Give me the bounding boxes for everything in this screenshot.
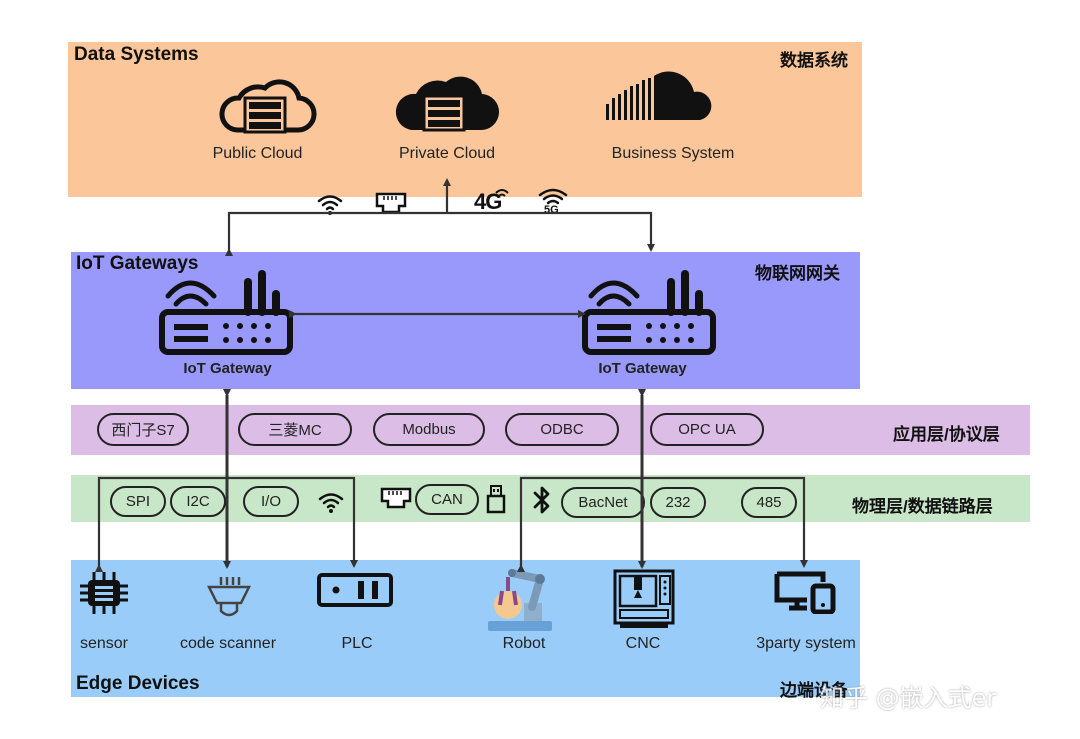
ethernet-icon bbox=[380, 487, 412, 509]
edge-device-label: Robot bbox=[502, 635, 546, 652]
watermark: 知乎 @嵌入式er bbox=[820, 684, 997, 712]
plc-icon bbox=[317, 573, 393, 607]
chip-icon bbox=[80, 572, 128, 614]
bluetooth-icon bbox=[533, 486, 550, 514]
data-systems-title-cn: 数据系统 bbox=[780, 51, 848, 70]
edge-devices-title: Edge Devices bbox=[76, 673, 200, 694]
protocol-pill: OPC UA bbox=[650, 413, 764, 446]
application-layer-title: 应用层/协议层 bbox=[893, 425, 1000, 444]
iot-gateways-title: IoT Gateways bbox=[76, 253, 199, 274]
scanner-icon bbox=[206, 577, 252, 617]
edge-device-label: sensor bbox=[79, 635, 129, 652]
cnc-machine-icon bbox=[613, 569, 675, 628]
physical-pill: SPI bbox=[110, 486, 166, 517]
gateway-label: IoT Gateway bbox=[598, 360, 687, 377]
edge-device-label: 3party system bbox=[756, 635, 856, 652]
physical-pill: 485 bbox=[741, 487, 797, 518]
physical-pill: 232 bbox=[650, 487, 706, 518]
edge-devices-layer bbox=[71, 560, 860, 697]
physical-pill: I/O bbox=[243, 486, 299, 517]
data-systems-title: Data Systems bbox=[74, 44, 199, 65]
edge-devices-title-cn: 边端设备 bbox=[780, 681, 848, 700]
cloud-outline-server-icon bbox=[219, 79, 317, 134]
protocol-pill: 三菱MC bbox=[238, 413, 352, 446]
edge-device-label: code scanner bbox=[179, 635, 277, 652]
router-icon bbox=[582, 270, 716, 355]
soundcloud-icon bbox=[606, 71, 712, 120]
edge-device-label: PLC bbox=[341, 635, 373, 652]
monitor-device-icon bbox=[774, 571, 836, 614]
gateway-label: IoT Gateway bbox=[183, 360, 272, 377]
usb-icon bbox=[486, 485, 506, 514]
router-icon bbox=[159, 270, 293, 355]
robot-arm-icon bbox=[488, 569, 552, 631]
physical-pill: CAN bbox=[415, 484, 479, 515]
protocol-pill: ODBC bbox=[505, 413, 619, 446]
public-cloud-label: Public Cloud bbox=[212, 145, 303, 162]
cloud-filled-server-icon bbox=[395, 76, 500, 132]
business-system-label: Business System bbox=[611, 145, 735, 162]
iot-gateways-title-cn: 物联网网关 bbox=[755, 264, 840, 283]
protocol-pill: Modbus bbox=[373, 413, 485, 446]
physical-layer-title: 物理层/数据链路层 bbox=[852, 497, 993, 516]
edge-device-label: CNC bbox=[625, 635, 661, 652]
wifi-icon bbox=[318, 493, 344, 513]
4g-label: 4G bbox=[474, 189, 502, 214]
protocol-pill: 西门子S7 bbox=[97, 413, 189, 446]
private-cloud-label: Private Cloud bbox=[398, 145, 496, 162]
iot-gateways-layer bbox=[71, 252, 860, 389]
4g-icon: 4G bbox=[474, 187, 514, 217]
